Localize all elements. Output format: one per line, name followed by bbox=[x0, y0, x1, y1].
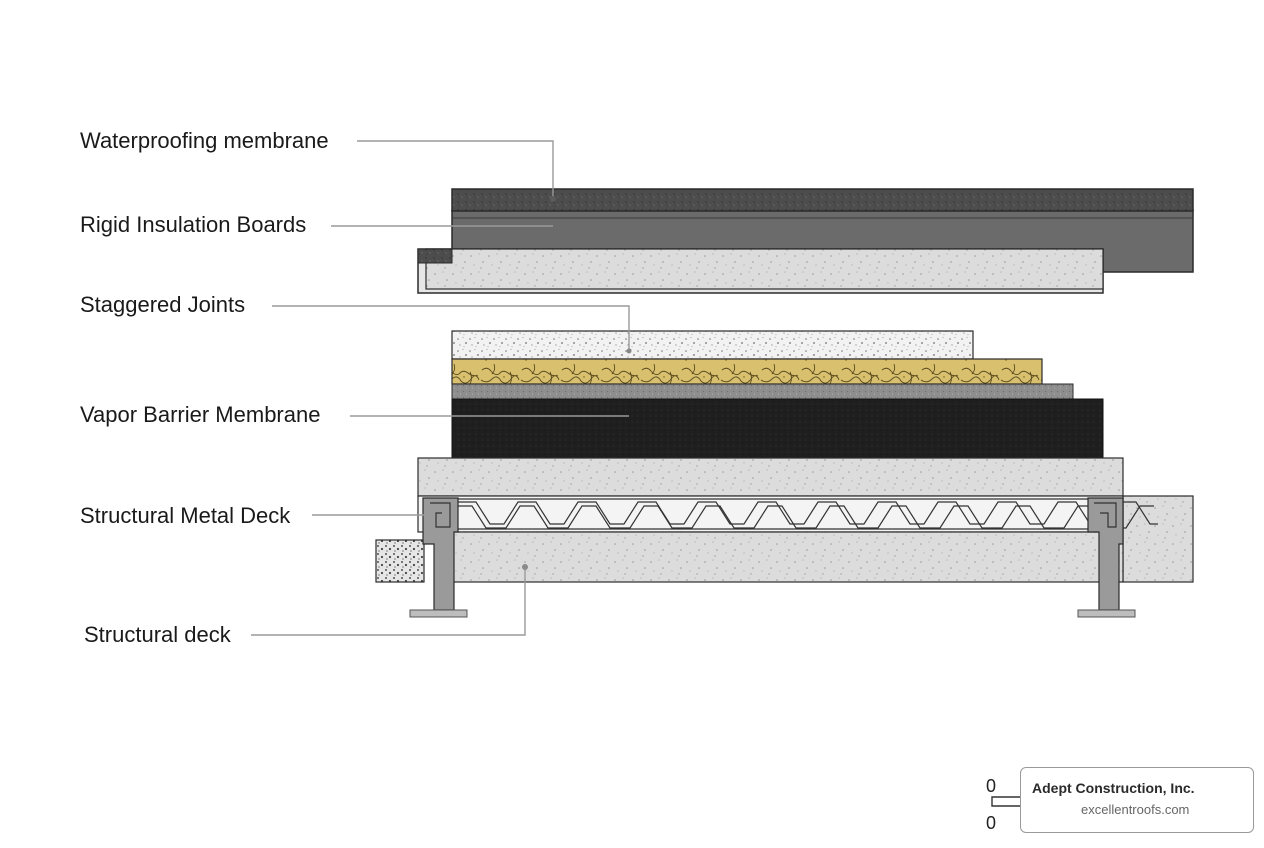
leader-structural-deck bbox=[251, 567, 526, 636]
structural-assembly bbox=[375, 457, 1194, 618]
label-staggered-joints: Staggered Joints bbox=[80, 292, 246, 317]
right-side-block bbox=[1122, 495, 1194, 583]
staggered-insulation-top bbox=[451, 330, 974, 360]
label-waterproofing-membrane: Waterproofing membrane bbox=[80, 128, 329, 153]
middle-assembly bbox=[451, 330, 1104, 459]
corrugated-deck-profile bbox=[428, 498, 1158, 530]
label-rigid-insulation-boards: Rigid Insulation Boards bbox=[80, 212, 307, 237]
left-steel-channel bbox=[409, 497, 468, 618]
label-structural-metal-deck: Structural Metal Deck bbox=[80, 503, 291, 528]
upper-assembly bbox=[417, 188, 1194, 294]
leader-waterproofing bbox=[357, 140, 554, 199]
upper-concrete-board bbox=[425, 248, 1104, 290]
cork-insulation-layer bbox=[451, 358, 1043, 385]
right-steel-channel bbox=[1077, 497, 1136, 618]
leader-lines bbox=[251, 140, 630, 636]
concrete-top-slab bbox=[417, 457, 1124, 497]
leader-dots bbox=[522, 196, 632, 570]
waterproofing-membrane-layer bbox=[451, 188, 1194, 212]
leader-dot-staggered bbox=[626, 348, 632, 354]
company-name: Adept Construction, Inc. bbox=[1032, 780, 1195, 796]
left-side-block bbox=[375, 539, 425, 583]
leader-dot-structural bbox=[522, 564, 528, 570]
company-title-block: Adept Construction, Inc. excellentroofs.… bbox=[1020, 767, 1254, 833]
label-structural-deck: Structural deck bbox=[84, 622, 231, 647]
grey-underlayment bbox=[451, 383, 1074, 400]
vapor-barrier-layer bbox=[451, 398, 1104, 459]
company-website: excellentroofs.com bbox=[1081, 802, 1190, 817]
edge-membrane-wrap bbox=[417, 248, 453, 264]
scale-number-top: 0 bbox=[986, 776, 997, 796]
scale-bar bbox=[991, 796, 1020, 807]
scale-number-bottom: 0 bbox=[986, 813, 997, 833]
concrete-bottom-slab bbox=[451, 531, 1124, 583]
label-vapor-barrier-membrane: Vapor Barrier Membrane bbox=[80, 402, 321, 427]
leader-staggered-joints bbox=[272, 305, 630, 351]
leader-dot-waterproofing bbox=[550, 196, 556, 202]
